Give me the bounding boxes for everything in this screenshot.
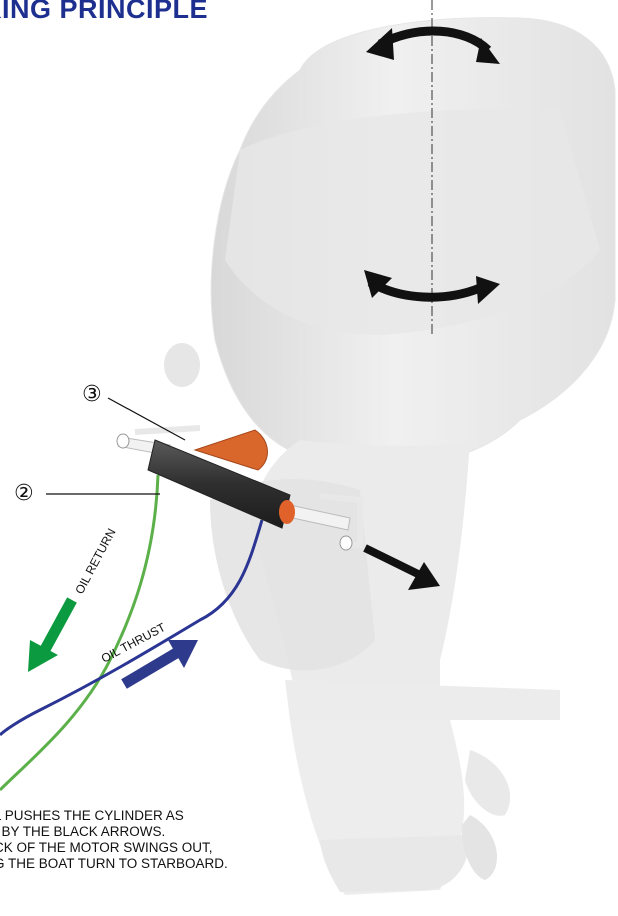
motor-side-bump [164, 343, 200, 387]
oil-return-line [0, 475, 158, 790]
oil-return-label: OIL RETURN [72, 526, 118, 596]
flow-arrow-icon [28, 600, 72, 672]
cylinder-end-cap [279, 500, 295, 524]
rod-end [340, 536, 352, 550]
caption-line: I BY THE BLACK ARROWS. [0, 824, 228, 840]
rod-end [117, 434, 129, 448]
motor-anticavitation-plate [285, 680, 560, 720]
propeller-blade [465, 750, 510, 816]
caption-line: L PUSHES THE CYLINDER AS [0, 808, 228, 824]
propeller-blade [462, 815, 497, 880]
callout-2: ② [14, 483, 34, 505]
caption-line: CK OF THE MOTOR SWINGS OUT, [0, 840, 228, 856]
caption: L PUSHES THE CYLINDER AS I BY THE BLACK … [0, 808, 228, 872]
motor-gearcase [320, 835, 470, 892]
callout-3: ③ [82, 384, 102, 406]
caption-line: G THE BOAT TURN TO STARBOARD. [0, 856, 228, 872]
page-title: KING PRINCIPLE [0, 0, 208, 25]
